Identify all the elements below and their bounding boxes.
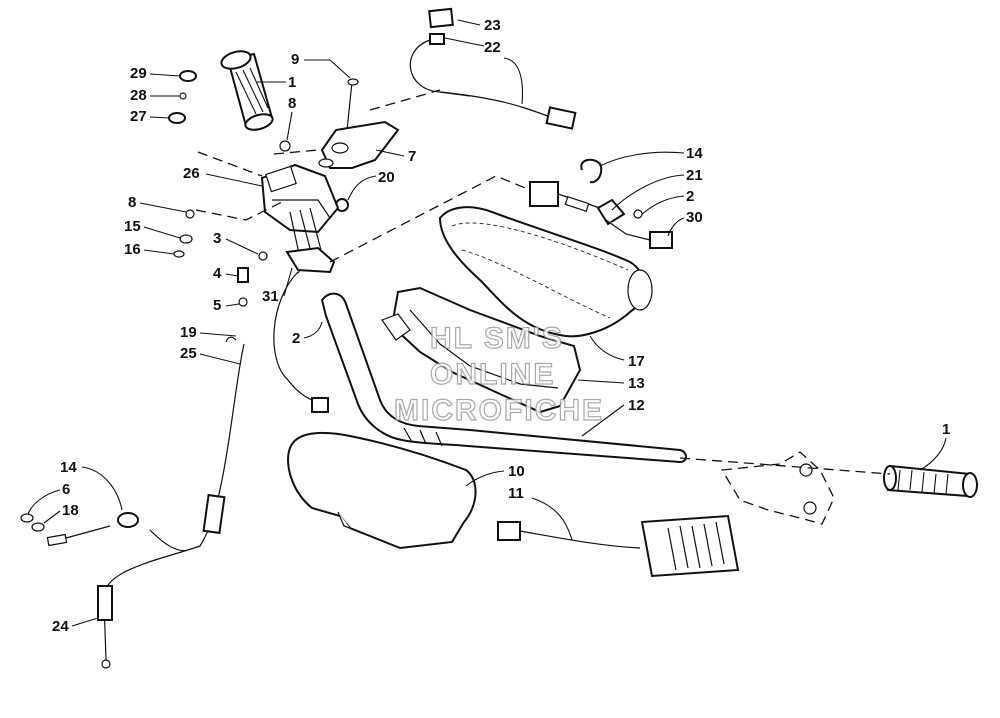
callout-29: 29 [130, 65, 147, 82]
callout-20: 20 [378, 169, 395, 186]
callout-2-mid: 2 [292, 330, 300, 347]
callout-30: 30 [686, 209, 703, 226]
callout-19: 19 [180, 324, 197, 341]
throttle-housing [260, 163, 340, 259]
switch-wire [273, 271, 329, 413]
callout-1-left: 1 [288, 74, 296, 91]
callout-12: 12 [628, 397, 645, 414]
left-grip [220, 50, 274, 131]
right-housing [720, 451, 835, 525]
screw-8-top [279, 140, 291, 152]
callout-3: 3 [213, 230, 221, 247]
callout-4: 4 [213, 265, 222, 282]
throttle-cable-25 [149, 336, 245, 552]
callout-26: 26 [183, 165, 200, 182]
callout-10: 10 [508, 463, 525, 480]
callout-11: 11 [508, 485, 524, 502]
callout-7: 7 [408, 148, 416, 165]
callout-28: 28 [130, 87, 147, 104]
clamp-14-top [580, 158, 603, 184]
callout-1-right: 1 [942, 421, 950, 438]
callout-8-left: 8 [128, 194, 136, 211]
callout-17: 17 [628, 353, 645, 370]
right-grip [883, 464, 978, 498]
bracket-7 [318, 120, 400, 169]
assembly-lines [195, 89, 891, 475]
callout-15: 15 [124, 218, 141, 235]
callout-14-bottom: 14 [60, 459, 77, 476]
wire-harness-22 [409, 7, 577, 130]
callout-14-top: 14 [686, 145, 703, 162]
callout-21: 21 [686, 167, 703, 184]
throttle-pad-10 [287, 431, 477, 550]
heating-element-11 [497, 514, 740, 578]
pad-backing-13 [381, 286, 582, 414]
callout-9: 9 [291, 51, 299, 68]
callout-13: 13 [628, 375, 645, 392]
callout-31: 31 [262, 288, 279, 305]
callout-23: 23 [484, 17, 501, 34]
callout-2-right: 2 [686, 188, 694, 205]
connector-harness-21 [529, 181, 673, 249]
small-parts-left [168, 70, 268, 307]
callout-24: 24 [52, 618, 69, 635]
callout-5: 5 [213, 297, 221, 314]
handlebar-12 [320, 292, 687, 464]
handlebar-pad-17 [438, 206, 653, 338]
callout-22: 22 [484, 39, 501, 56]
watermark-line-1: HL SM'S [430, 322, 564, 355]
callout-25: 25 [180, 345, 197, 362]
callout-16: 16 [124, 241, 141, 258]
small-parts-lower-left [20, 512, 139, 547]
cable-end-24 [97, 545, 201, 669]
callout-labels: 1 8 9 23 22 29 28 27 7 26 20 14 21 2 30 [27, 17, 950, 635]
callout-6: 6 [62, 481, 70, 498]
watermark-line-3: MICROFICHE [394, 394, 604, 427]
watermark-line-2: ONLINE [430, 358, 555, 391]
callout-27: 27 [130, 108, 147, 125]
callout-18: 18 [62, 502, 79, 519]
watermark: HL SM'S ONLINE MICROFICHE [393, 321, 604, 427]
callout-8-top: 8 [288, 95, 296, 112]
